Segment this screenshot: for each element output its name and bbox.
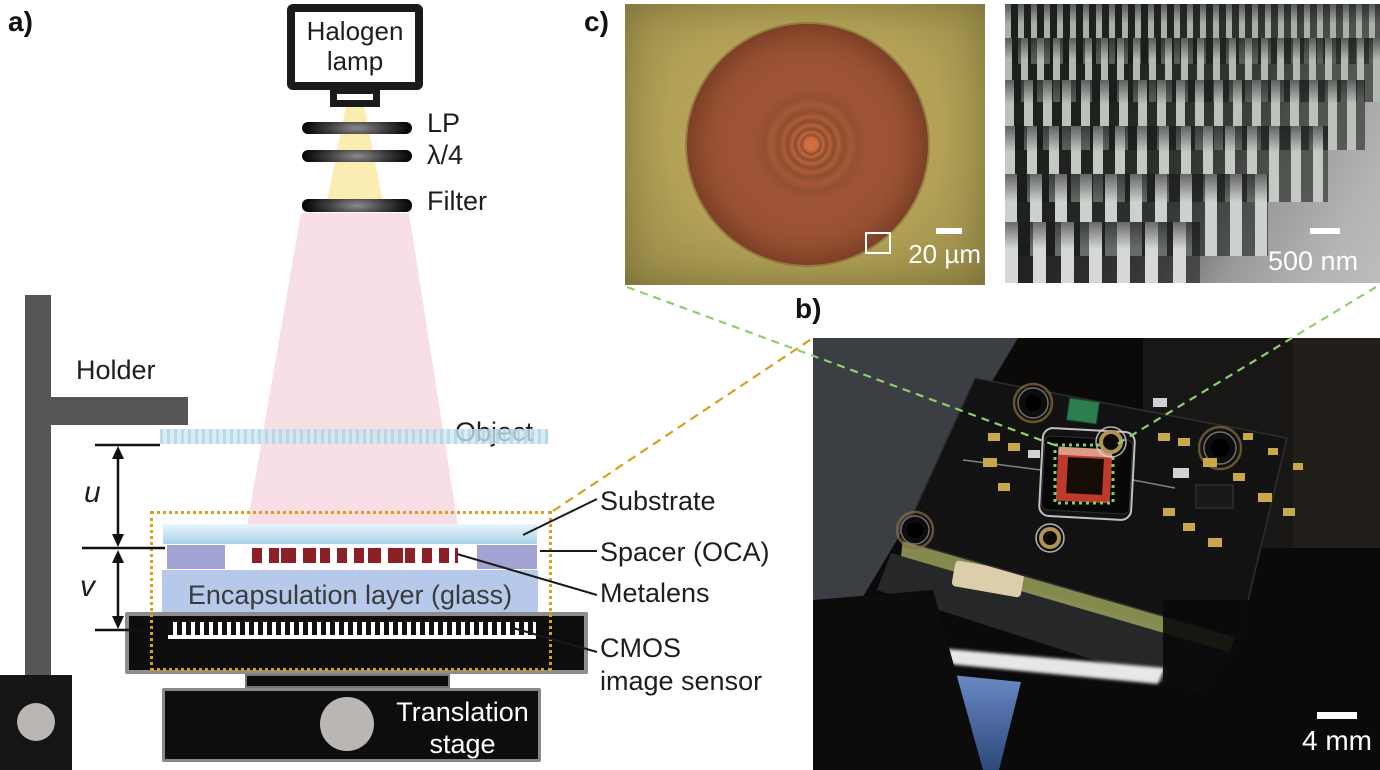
stage-connector bbox=[245, 674, 450, 688]
holder-arm bbox=[51, 397, 188, 425]
quarter-waveplate-element bbox=[302, 150, 412, 162]
micrograph-scale-bar bbox=[936, 228, 962, 234]
metalens-micrograph-circle bbox=[687, 24, 928, 265]
stage-label: Translation stage bbox=[396, 697, 529, 759]
substrate-layer bbox=[163, 524, 537, 544]
sem-scale-label: 500 nm bbox=[1268, 246, 1359, 276]
holder-label: Holder bbox=[76, 355, 156, 385]
photo-scale-label: 4 mm bbox=[1302, 725, 1372, 756]
holder-base-knob bbox=[17, 703, 55, 741]
green-chip bbox=[1066, 397, 1100, 425]
photo-scale-bar bbox=[1317, 712, 1357, 719]
object-slide bbox=[160, 429, 548, 444]
filter-label: Filter bbox=[427, 186, 487, 216]
photo-background bbox=[1293, 338, 1380, 548]
module-callout-box bbox=[150, 511, 552, 671]
metalens-label: Metalens bbox=[600, 578, 710, 608]
screw bbox=[1012, 382, 1054, 424]
mount-foreground bbox=[813, 590, 983, 770]
spacer-label: Spacer (OCA) bbox=[600, 537, 770, 567]
cmos-label-line2: image sensor bbox=[600, 666, 763, 696]
cmos-label-line1: CMOS bbox=[600, 633, 681, 663]
camera-module-photo: 4 mm bbox=[813, 338, 1380, 770]
standoff-ring bbox=[1095, 426, 1127, 458]
panel-b-label: b) bbox=[795, 293, 822, 324]
sensor-aperture bbox=[1066, 457, 1104, 495]
stage-knob bbox=[320, 697, 374, 751]
mount-foreground bbox=[1163, 600, 1380, 770]
sem-pillar-row bbox=[1005, 222, 1200, 283]
silkscreen-trace bbox=[962, 459, 1176, 489]
silkscreen-outline bbox=[1038, 427, 1136, 521]
camera-module-photo-art: 4 mm bbox=[813, 338, 1380, 770]
filter-element bbox=[302, 199, 412, 212]
cmos-pixel-array bbox=[168, 620, 536, 639]
panel-c-label: c) bbox=[584, 6, 609, 37]
lp-label: LP bbox=[427, 108, 461, 138]
optical-micrograph-image: 20 µm bbox=[625, 4, 985, 285]
sensor-callout-box bbox=[1053, 443, 1115, 505]
metalens-nanopillars bbox=[252, 548, 458, 563]
beam-pink bbox=[247, 213, 458, 526]
sensor-frame-highlight bbox=[1058, 446, 1113, 458]
sem-scale-bar bbox=[1310, 228, 1340, 234]
metalens-sensor-chip bbox=[1055, 446, 1113, 504]
lamp-aperture bbox=[337, 94, 373, 100]
linear-polarizer-element bbox=[302, 122, 412, 134]
distance-v-label: v bbox=[80, 570, 95, 603]
halogen-lamp-label: Halogen lamp bbox=[306, 16, 404, 76]
roi-square-icon bbox=[865, 232, 891, 254]
screw bbox=[895, 510, 935, 550]
standoff-ring bbox=[1035, 523, 1065, 553]
ic-chip bbox=[1195, 484, 1234, 509]
micrograph-scale-label: 20 µm bbox=[908, 239, 981, 269]
halogen-lamp: Halogen lamp bbox=[287, 4, 423, 90]
spacer-left bbox=[167, 545, 225, 569]
quarter-waveplate-label: λ/4 bbox=[427, 140, 464, 170]
panel-a-label: a) bbox=[8, 6, 33, 37]
holder-post bbox=[25, 295, 51, 675]
sem-image: 500 nm bbox=[1005, 4, 1380, 283]
distance-u-label: u bbox=[84, 476, 101, 509]
substrate-label: Substrate bbox=[600, 486, 716, 516]
